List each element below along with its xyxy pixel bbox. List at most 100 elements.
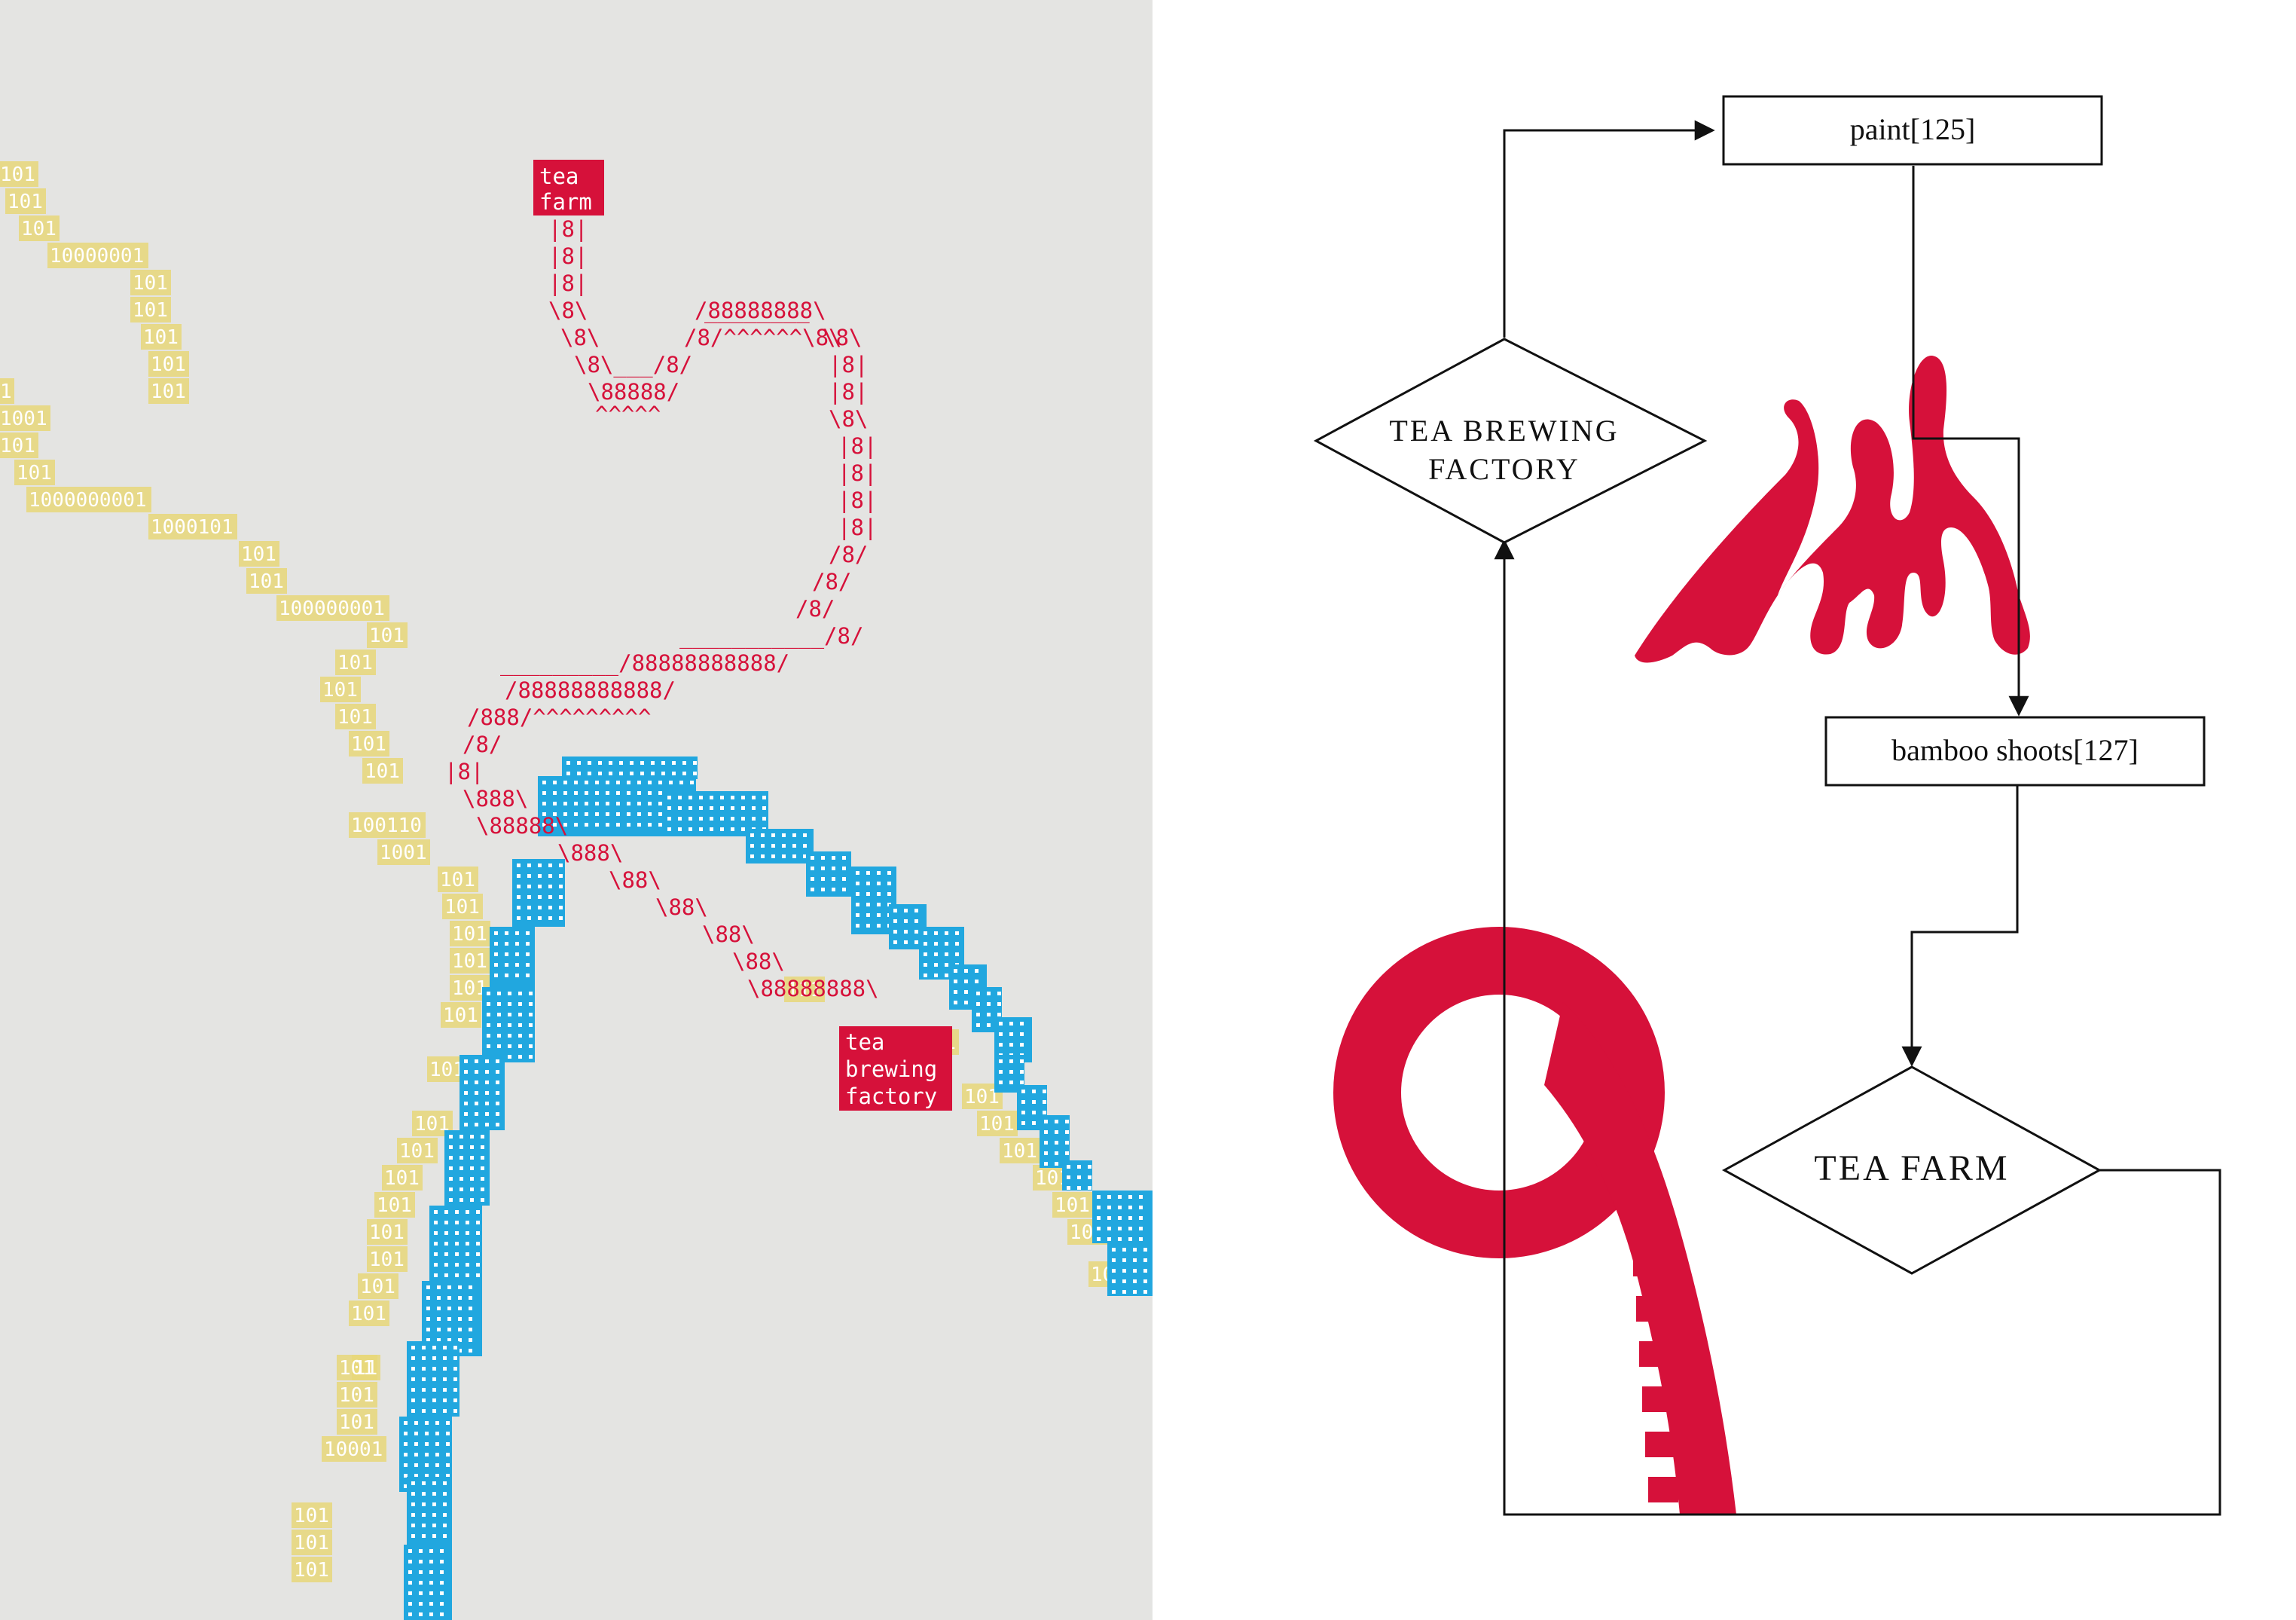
blue-pixel-dot: [458, 1296, 462, 1300]
red-tail-teeth: [1627, 1160, 1678, 1502]
blue-pixel-dot: [553, 781, 557, 784]
blue-pixel-dot: [553, 802, 557, 805]
yellow-trail-block: [148, 351, 189, 377]
blue-pixel-dot: [515, 963, 519, 967]
blue-pixel-dot: [419, 1591, 423, 1595]
blue-pixel-dot: [710, 827, 713, 831]
blue-pixel-dot: [887, 871, 891, 875]
blue-pixel-dot: [914, 940, 918, 944]
blue-pixel-dot: [419, 1602, 423, 1606]
blue-pixel-dot: [548, 895, 552, 899]
blue-pixel-dot: [458, 1307, 462, 1310]
blue-pixel-dot: [672, 761, 676, 765]
ascii-line: \888\: [557, 840, 623, 866]
blue-pixel-dot: [651, 772, 655, 775]
blue-pixel-dot: [411, 1356, 415, 1360]
blue-pixel-dot: [432, 1481, 436, 1485]
blue-pixel-dot: [475, 1112, 478, 1116]
blue-pixel-dot: [494, 963, 498, 967]
blue-pixel-block: [407, 1477, 452, 1545]
yellow-trail-block: [337, 1382, 377, 1408]
blue-pixel-dot: [429, 1602, 433, 1606]
blue-pixel-dot: [690, 781, 694, 784]
blue-pixel-dot: [559, 874, 563, 878]
blue-pixel-dot: [762, 817, 766, 821]
connector-bamboo-to-farm: [1901, 785, 2019, 1067]
blue-pixel-dot: [464, 1081, 468, 1084]
blue-pixel-dot: [414, 1474, 418, 1478]
blue-pixel-dot: [475, 1102, 478, 1105]
blue-pixel-dot: [446, 1463, 450, 1467]
tail-tooth: [1633, 1251, 1663, 1276]
blue-pixel-dot: [648, 802, 652, 805]
blue-pixel-dot: [976, 1002, 980, 1006]
blue-pixel-dot: [470, 1177, 474, 1181]
blue-pixel-dot: [1043, 1100, 1046, 1104]
label-tea-farm-line1: tea: [539, 164, 579, 189]
blue-pixel-dot: [475, 1123, 478, 1126]
blue-pixel-dot: [434, 1252, 438, 1256]
blue-pixel-dot: [987, 992, 991, 995]
node-paint-label: paint[125]: [1850, 112, 1976, 146]
blue-pixel-dot: [440, 1602, 444, 1606]
blue-pixel-dot: [761, 844, 765, 848]
blue-pixel-dot: [651, 761, 655, 765]
blue-pixel-dot: [1065, 1130, 1069, 1134]
blue-pixel-dot: [574, 791, 578, 795]
blue-pixel-dot: [585, 823, 588, 827]
blue-pixel-dot: [444, 1231, 448, 1235]
blue-pixel-dot: [538, 895, 542, 899]
blue-pixel-dot: [432, 1492, 436, 1496]
blue-pixel-dot: [955, 931, 959, 935]
yellow-trail-block: [141, 324, 182, 350]
blue-pixel-dot: [856, 924, 859, 928]
label-tea-brewing-factory: tea brewing factory: [839, 1026, 952, 1111]
blue-pixel-dot: [682, 772, 686, 775]
blue-pixel-dot: [476, 1221, 480, 1224]
blue-pixel-dot: [408, 1581, 412, 1585]
yellow-trail-block: [5, 188, 46, 214]
blue-pixel-dot: [1122, 1279, 1126, 1283]
blue-pixel-dot: [866, 882, 870, 885]
binary-digit-text: 101: [8, 191, 43, 213]
blue-pixel-dot: [411, 1346, 415, 1349]
blue-pixel-dot: [505, 952, 508, 956]
blue-pixel-dot: [877, 871, 881, 875]
blue-pixel-dot: [517, 895, 521, 899]
blue-pixel-dot: [585, 781, 588, 784]
blue-pixel-dot: [630, 761, 634, 765]
blue-pixel-dot: [469, 1285, 472, 1289]
blue-pixel-dot: [731, 817, 734, 821]
blue-pixel-dot: [432, 1398, 436, 1402]
blue-pixel-dot: [496, 1091, 499, 1095]
label-tea-brewing-factory-line2: brewing: [845, 1056, 937, 1082]
blue-pixel-dot: [792, 844, 796, 848]
ascii-line: |8|: [444, 759, 484, 784]
blue-pixel-dot: [667, 827, 671, 831]
blue-pixel-dot: [679, 781, 683, 784]
yellow-trail-block: [349, 731, 389, 757]
blue-pixel-dot: [444, 1210, 448, 1214]
blue-pixel-dot: [426, 1328, 430, 1331]
binary-digit-text: 101: [369, 625, 405, 647]
node-bamboo-shoots-box: [1824, 716, 2206, 787]
blue-pixel-dot: [422, 1356, 426, 1360]
blue-pixel-dot: [487, 1023, 490, 1027]
blue-pixel-dot: [893, 919, 897, 923]
blue-pixel-dot: [877, 892, 881, 896]
blue-pixel-dot: [1043, 1111, 1046, 1114]
blue-pixel-dot: [866, 871, 870, 875]
blue-pixel-dot: [453, 1356, 457, 1360]
blue-pixel-dot: [432, 1524, 436, 1527]
blue-pixel-dot: [518, 1023, 522, 1027]
blue-pixel-dot: [832, 888, 835, 891]
blue-pixel-dot: [1055, 1162, 1058, 1166]
blue-pixel-dot: [411, 1398, 415, 1402]
blue-pixel-dot: [999, 1022, 1003, 1025]
yellow-trail-block: [367, 1246, 408, 1272]
blue-pixel-dot: [1065, 1141, 1069, 1145]
blue-pixel-dot: [508, 1055, 511, 1059]
blue-pixel-dot: [476, 1252, 480, 1256]
blue-pixel-dot: [1097, 1195, 1101, 1199]
blue-pixel-dot: [678, 817, 682, 821]
